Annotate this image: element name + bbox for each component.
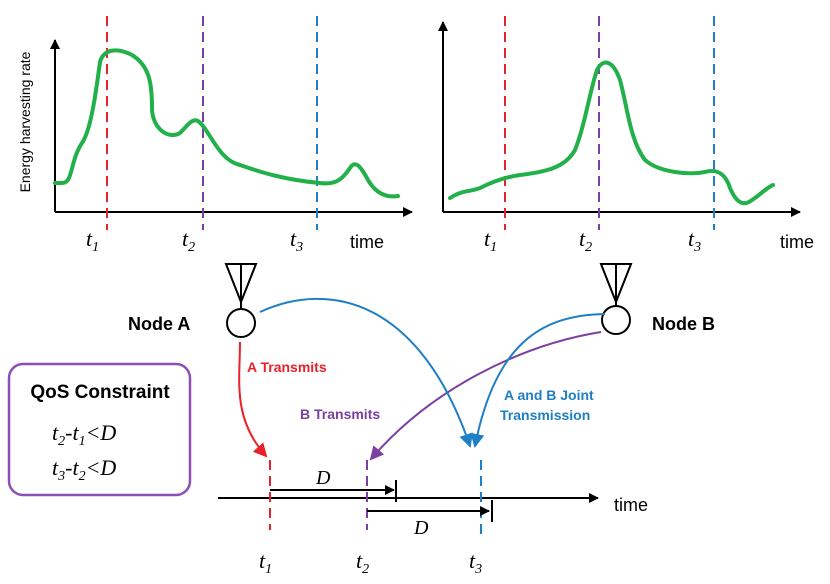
qos-title: QoS Constraint [30,382,170,403]
a-transmits-label: A Transmits [247,359,327,375]
qos-constraint-2: t3-t2<D [52,455,116,484]
chart-b: time t1 t2 t3 [438,16,814,255]
timeline-tick-t2: t2 [356,548,369,577]
timeline-xlabel: time [614,495,648,515]
chart-b-tick-t1: t1 [484,226,497,255]
chart-a: Energy harvesting rate time t1 t2 t3 [17,16,413,255]
node-a-circle [226,308,256,338]
timeline-tick-t1: t1 [259,548,272,577]
timeline-tick-t3: t3 [469,548,482,577]
node-a: Node A [128,263,258,338]
node-a-label: Node A [128,314,190,334]
chart-a-ylabel: Energy harvesting rate [17,51,33,192]
a-transmits-arrow [238,341,268,458]
qos-constraint-box: QoS Constraint t2-t1<D t3-t2<D [7,362,192,497]
node-b-label: Node B [652,314,715,334]
node-b-circle [601,305,631,335]
node-b: Node B [599,263,715,335]
antenna-icon [599,263,633,307]
qos-constraint-1: t2-t1<D [52,420,116,449]
joint-transmission-arrow-a [259,297,473,448]
chart-b-energy-curve [448,60,775,206]
chart-a-tick-t1: t1 [86,226,99,255]
timeline: time D D t1 t2 t3 [218,460,648,577]
chart-a-tick-t3: t3 [290,226,303,255]
joint-transmission-label-line2: Transmission [500,407,590,423]
d-interval-2-label: D [413,517,429,539]
joint-transmission-arrow-b [470,313,606,448]
joint-transmission-label-line1: A and B Joint [504,387,594,403]
chart-a-xlabel: time [350,232,384,252]
chart-b-tick-t3: t3 [688,226,701,255]
b-transmits-label: B Transmits [300,406,380,422]
d-interval-1-label: D [315,467,331,489]
chart-b-tick-t2: t2 [579,226,592,255]
chart-a-tick-t2: t2 [182,226,195,255]
antenna-icon [224,263,258,310]
chart-b-xlabel: time [780,232,814,252]
b-transmits-arrow [369,331,602,461]
chart-a-energy-curve [53,48,400,199]
